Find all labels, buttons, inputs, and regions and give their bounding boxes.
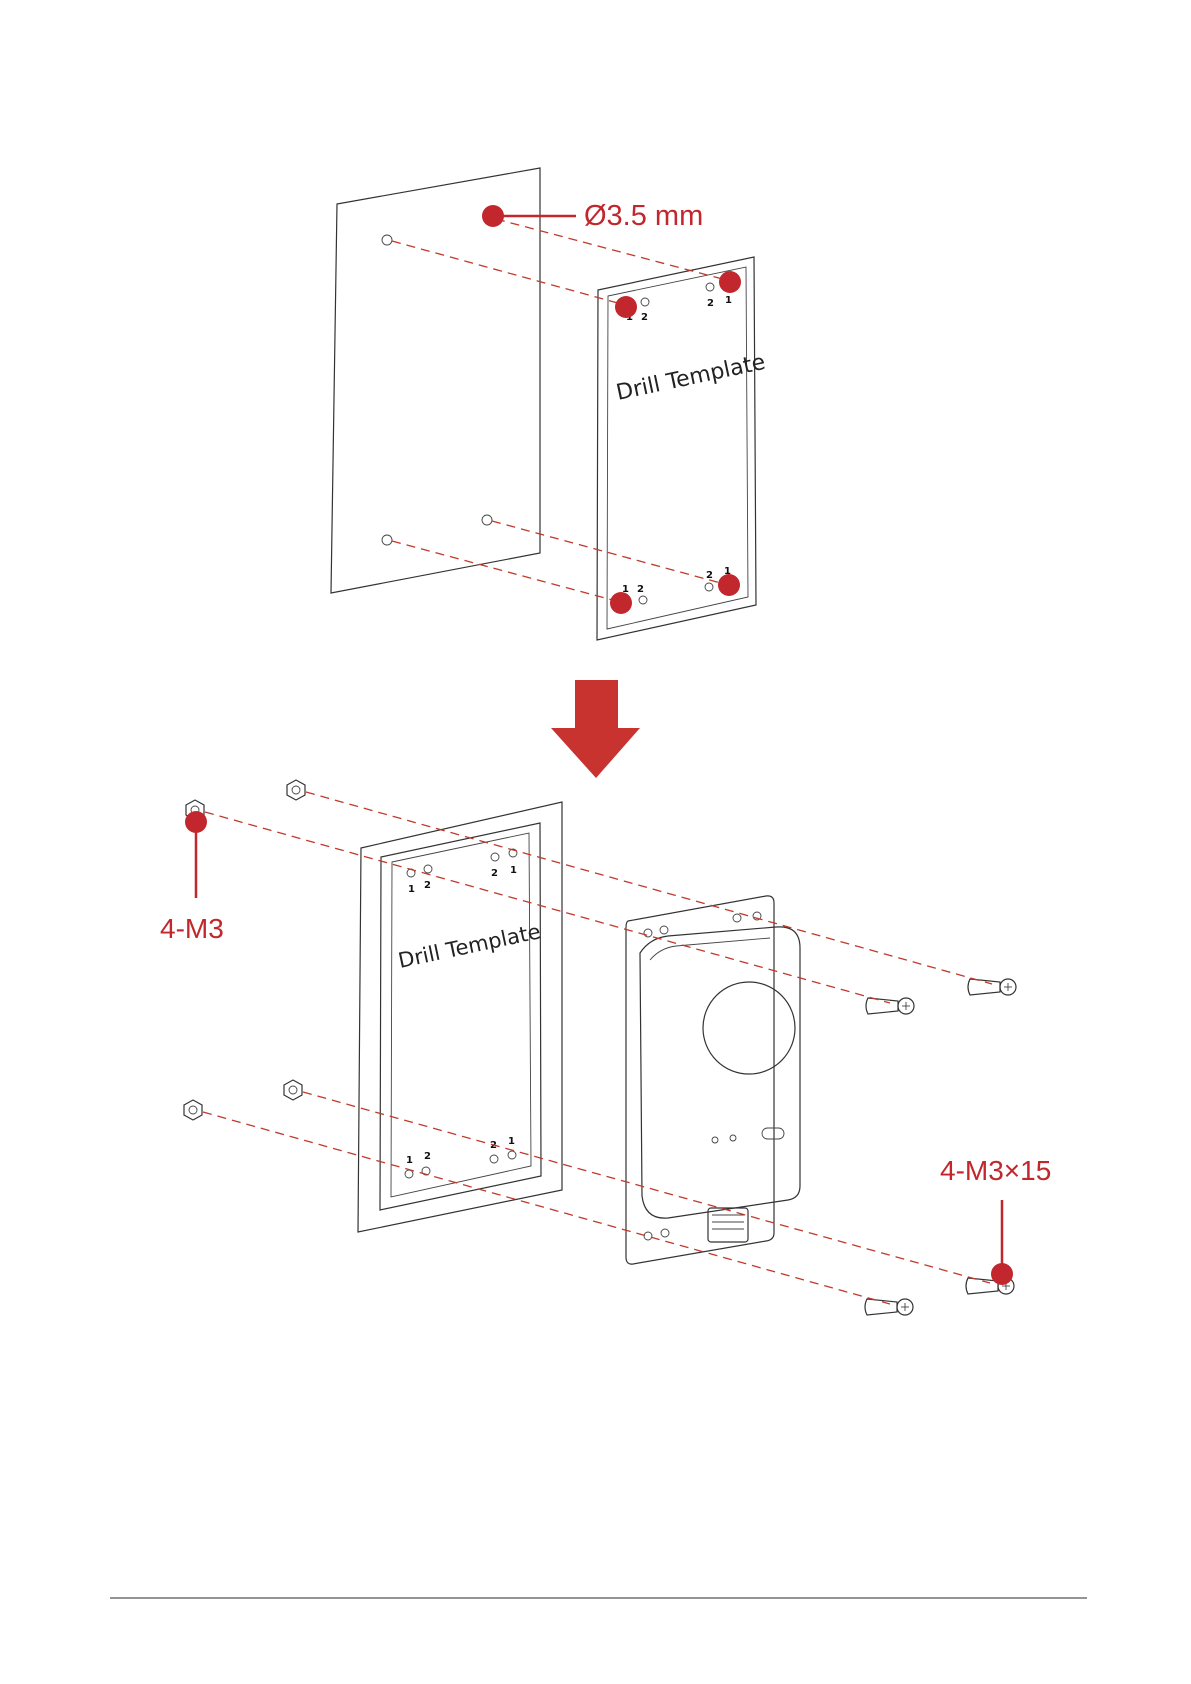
down-arrow-icon (551, 680, 640, 778)
hole-diameter-label: Ø3.5 mm (584, 200, 703, 232)
bracket-hole (660, 926, 668, 934)
template-hole (705, 583, 713, 591)
screw-label: 4-M3×15 (940, 1155, 1051, 1186)
screw-icon (865, 1299, 913, 1315)
hole-number: 2 (424, 880, 431, 891)
hole-number: 1 (725, 295, 732, 306)
bracket-hole (733, 914, 741, 922)
nut-label: 4-M3 (160, 913, 224, 944)
drill-point-marker (615, 296, 637, 318)
device-indicator (712, 1137, 718, 1143)
drill-template-label: Drill Template (396, 919, 543, 973)
assembly-line (303, 1092, 990, 1283)
hole-number: 2 (637, 584, 644, 595)
hole-number: 2 (707, 298, 714, 309)
device-mounting-bracket (626, 896, 774, 1264)
drill-point-marker (718, 574, 740, 596)
device-sensor-window (703, 982, 795, 1074)
drill-point-marker (610, 592, 632, 614)
bracket-hole (644, 1232, 652, 1240)
alignment-line (492, 521, 728, 585)
template-hole (639, 596, 647, 604)
template-hole (405, 1170, 413, 1178)
wall-hole (382, 235, 392, 245)
device-indicator-slot (762, 1128, 784, 1139)
hole-number: 1 (510, 865, 517, 876)
hole-number: 1 (508, 1136, 515, 1147)
hole-number: 2 (491, 868, 498, 879)
step-2-assembly: Drill Template 1 2 2 1 1 2 2 1 (160, 780, 1051, 1315)
template-hole (508, 1151, 516, 1159)
template-hole (641, 298, 649, 306)
device (626, 896, 800, 1264)
hole-number: 2 (641, 312, 648, 323)
hole-number: 1 (408, 884, 415, 895)
hole-number: 2 (424, 1151, 431, 1162)
step-1-drilling: Drill Template 1 2 2 1 1 2 2 1 Ø3.5 mm (331, 168, 768, 640)
device-body (640, 927, 800, 1218)
device-indicator (730, 1135, 736, 1141)
nut-marker (185, 811, 207, 833)
bracket-hole (644, 929, 652, 937)
screw-icon (968, 979, 1016, 995)
hole-number: 1 (406, 1155, 413, 1166)
nut-icon (287, 780, 305, 800)
wall-hole (482, 515, 492, 525)
wall-hole (382, 535, 392, 545)
drill-template-label: Drill Template (614, 350, 768, 406)
drill-point-marker (719, 271, 741, 293)
nut-icon (284, 1080, 302, 1100)
assembly-line (203, 1112, 890, 1304)
alignment-line (392, 241, 625, 305)
template-hole (706, 283, 714, 291)
screw-marker (991, 1263, 1013, 1285)
wall-panel (358, 802, 562, 1232)
assembly-line (205, 812, 890, 1003)
template-hole (490, 1155, 498, 1163)
alignment-line (392, 541, 620, 602)
template-hole (491, 853, 499, 861)
wall-panel (331, 168, 540, 593)
drill-template (380, 823, 541, 1210)
bracket-hole (661, 1229, 669, 1237)
template-hole (424, 865, 432, 873)
device-cable-connector (708, 1208, 748, 1242)
nut-icon (184, 1100, 202, 1120)
screw-icon (866, 998, 914, 1014)
